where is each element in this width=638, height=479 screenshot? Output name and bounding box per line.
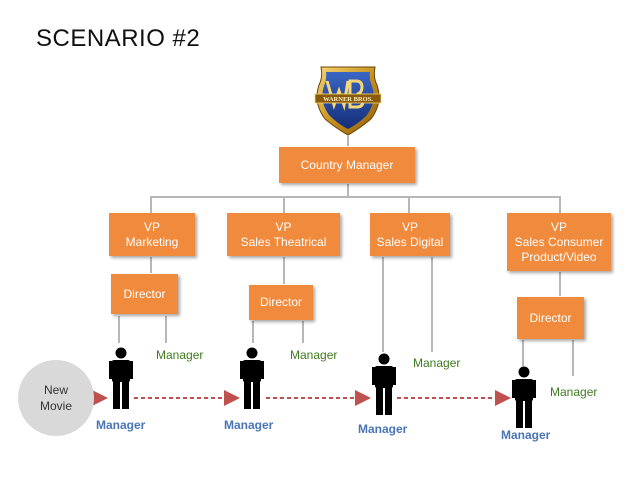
logo-banner-text: WARNER BROS.: [323, 96, 373, 103]
connector-to-vp-marketing: [150, 196, 152, 213]
connector-horizontal-bus: [150, 196, 561, 198]
person-icon: [240, 347, 264, 409]
vp-sales-digital-box: VP Sales Digital: [370, 213, 450, 256]
manager-label-bottom-3: Manager: [358, 422, 408, 436]
connector-to-vp-consumer: [559, 196, 561, 213]
person-icon: [372, 353, 396, 415]
warner-bros-shield-logo: WARNER BROS.: [314, 66, 382, 136]
vp-sales-consumer-box: VP Sales Consumer Product/Video: [507, 213, 611, 271]
connector-director1-left: [118, 316, 120, 343]
connector-director2-right: [302, 321, 304, 343]
manager-label-bottom-1: Manager: [96, 418, 146, 432]
manager-label-bottom-2: Manager: [224, 418, 274, 432]
new-movie-circle: New Movie: [18, 360, 94, 436]
director-consumer-box: Director: [517, 297, 584, 339]
connector-director3-left: [522, 340, 524, 366]
manager-label-consumer: Manager: [550, 385, 598, 399]
connector-logo-to-country: [347, 136, 349, 146]
manager-label-digital: Manager: [413, 356, 461, 370]
director-marketing-box: Director: [111, 274, 178, 314]
connector-marketing-to-director: [150, 257, 152, 273]
connector-to-vp-theatrical: [283, 196, 285, 213]
connector-theatrical-to-director: [283, 257, 285, 284]
manager-label-theatrical: Manager: [290, 348, 338, 362]
manager-label-marketing: Manager: [156, 348, 204, 362]
country-manager-box: Country Manager: [279, 147, 415, 183]
person-icon: [512, 366, 536, 428]
connector-to-vp-digital: [408, 196, 410, 213]
vp-sales-theatrical-box: VP Sales Theatrical: [227, 213, 340, 256]
connector-digital-right: [431, 257, 433, 352]
connector-country-down: [347, 184, 349, 197]
director-theatrical-box: Director: [249, 285, 313, 320]
vp-marketing-box: VP Marketing: [109, 213, 195, 256]
person-icon: [109, 347, 133, 409]
connector-director2-left: [252, 321, 254, 343]
connector-consumer-to-director: [559, 272, 561, 296]
connector-director3-right: [572, 340, 574, 376]
connector-director1-right: [165, 316, 167, 343]
manager-label-bottom-4: Manager: [501, 428, 551, 442]
page-title: SCENARIO #2: [36, 25, 201, 52]
connector-digital-left: [382, 257, 384, 352]
